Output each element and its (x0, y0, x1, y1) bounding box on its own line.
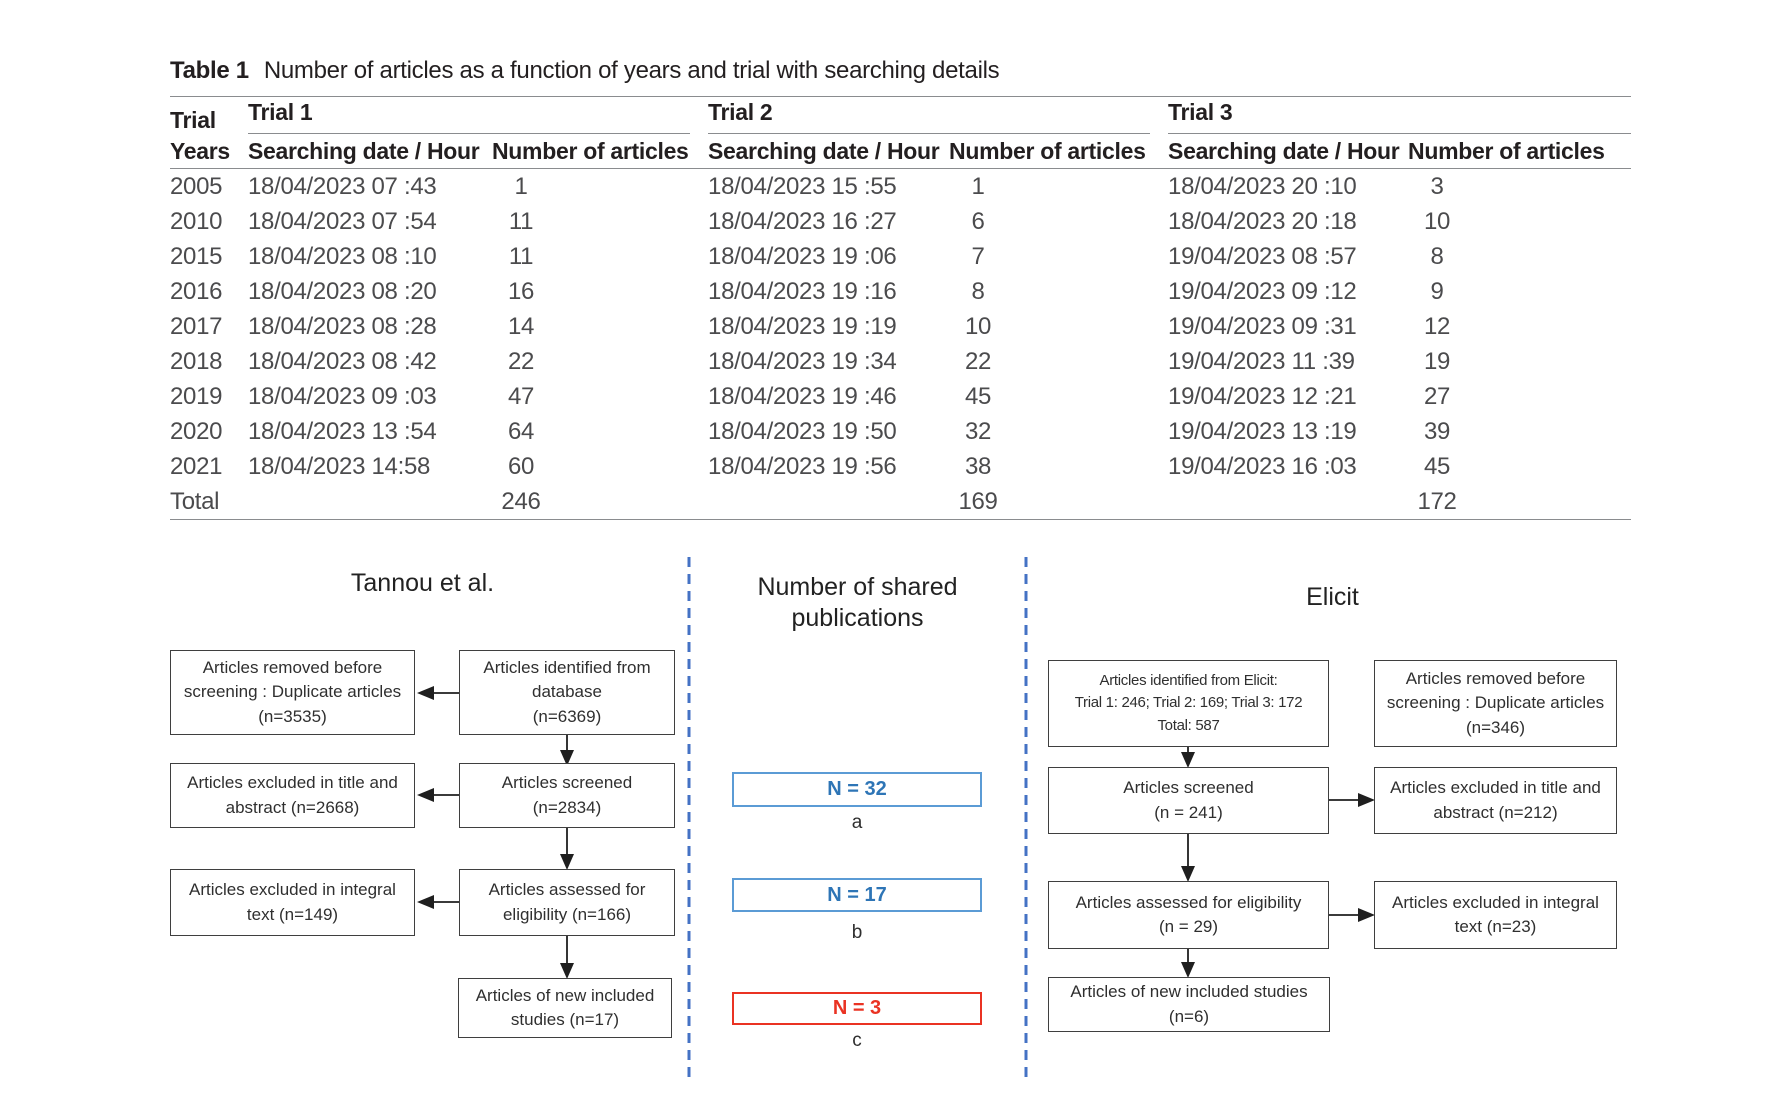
header-t1-date: Searching date / Hour (248, 134, 492, 169)
table-total-row: Total 246 169 172 (170, 484, 1632, 520)
sub-header-row: Years Searching date / Hour Number of ar… (170, 134, 1632, 169)
shared-n17-box: N = 17 (732, 878, 982, 912)
header-trial2: Trial 2 (708, 97, 1168, 134)
header-years: Years (170, 134, 248, 169)
elicit-assessed-box: Articles assessed for eligibility (n = 2… (1048, 881, 1329, 949)
shared-note-a: a (851, 812, 863, 833)
shared-note-c: c (852, 1030, 862, 1051)
header-trial3: Trial 3 (1168, 97, 1632, 134)
header-trial1: Trial 1 (248, 97, 708, 134)
elicit-excluded-title-box: Articles excluded in title and abstract … (1374, 767, 1617, 834)
header-t2-articles: Number of articles (949, 134, 1169, 169)
table-title-text: Number of articles as a function of year… (263, 57, 1000, 84)
table-head: Trial Trial 1 Trial 2 Trial 3 Years Sear… (170, 97, 1632, 169)
header-t3-articles: Number of articles (1408, 134, 1632, 169)
tannou-removed-box: Articles removed before screening : Dupl… (170, 650, 415, 735)
tannou-title: Tannou et al. (350, 569, 495, 597)
header-t2-date: Searching date / Hour (708, 134, 950, 169)
shared-publications-title: Number of shared publications (757, 573, 958, 632)
tannou-included-box: Articles of new included studies (n=17) (458, 978, 672, 1038)
shared-note-b: b (851, 922, 863, 943)
group-header-row: Trial Trial 1 Trial 2 Trial 3 (170, 97, 1632, 134)
elicit-screened-box: Articles screened (n = 241) (1048, 767, 1329, 834)
elicit-excluded-integral-box: Articles excluded in integral text (n=23… (1374, 881, 1617, 949)
elicit-title: Elicit (1306, 583, 1359, 611)
tannou-screened-box: Articles screened (n=2834) (459, 763, 675, 828)
header-t3-date: Searching date / Hour (1168, 134, 1409, 169)
table-title: Table 1 Number of articles as a function … (170, 57, 1631, 97)
articles-table: Trial Trial 1 Trial 2 Trial 3 Years Sear… (170, 97, 1632, 520)
tannou-excluded-integral-box: Articles excluded in integral text (n=14… (170, 869, 415, 936)
elicit-identified-box: Articles identified from Elicit: Trial 1… (1048, 660, 1329, 747)
shared-n32-box: N = 32 (732, 772, 982, 807)
tannou-assessed-box: Articles assessed for eligibility (n=166… (459, 869, 675, 936)
tannou-excluded-title-box: Articles excluded in title and abstract … (170, 763, 415, 828)
header-t1-articles: Number of articles (492, 134, 709, 169)
header-trial: Trial (170, 107, 216, 133)
elicit-removed-box: Articles removed before screening : Dupl… (1374, 660, 1617, 747)
tannou-identified-box: Articles identified from database (n=636… (459, 650, 675, 735)
shared-n3-box: N = 3 (732, 992, 982, 1025)
elicit-included-box: Articles of new included studies (n=6) (1048, 977, 1330, 1032)
table-title-label: Table 1 (170, 57, 249, 84)
table-1: Table 1 Number of articles as a function … (170, 57, 1632, 520)
